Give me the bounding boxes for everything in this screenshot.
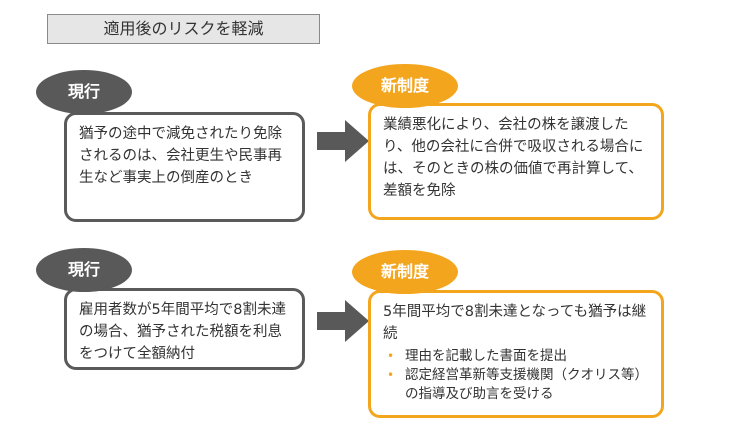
bullet-icon: • <box>387 349 395 363</box>
current-rule-box-1: 猶予の途中で減免されたり免除されるのは、会社更生や民事再生など事実上の倒産のとき <box>64 112 305 222</box>
current-rule-text-1: 猶予の途中で減免されたり免除されるのは、会社更生や民事再生など事実上の倒産のとき <box>79 126 282 186</box>
new-badge-1: 新制度 <box>352 64 458 108</box>
current-rule-text-2: 雇用者数が5年間平均で8割未達の場合、猶予された税額を利息をつけて全額納付 <box>79 302 286 362</box>
arrow-right-icon <box>317 120 369 162</box>
list-item: • 認定経営革新等支援機関（クオリス等）の指導及び助言を受ける <box>387 367 648 402</box>
new-badge-2: 新制度 <box>352 250 458 294</box>
new-rule-box-1: 業績悪化により、会社の株を譲渡したり、他の会社に合併で吸収される場合には、そのと… <box>368 103 664 220</box>
bullet-icon: • <box>387 368 395 382</box>
new-rule-text-1: 業績悪化により、会社の株を譲渡したり、他の会社に合併で吸収される場合には、そのと… <box>383 117 644 199</box>
new-rule-bullets: • 理由を記載した書面を提出 • 認定経営革新等支援機関（クオリス等）の指導及び… <box>383 347 649 404</box>
current-badge-2: 現行 <box>36 248 132 292</box>
section-title: 適用後のリスクを軽減 <box>47 14 320 44</box>
new-rule-text-2: 5年間平均で8割未達となっても猶予は継続 <box>383 304 647 342</box>
new-rule-box-2: 5年間平均で8割未達となっても猶予は継続 • 理由を記載した書面を提出 • 認定… <box>368 290 664 418</box>
current-rule-box-2: 雇用者数が5年間平均で8割未達の場合、猶予された税額を利息をつけて全額納付 <box>64 288 305 370</box>
list-item: • 理由を記載した書面を提出 <box>387 348 567 364</box>
current-badge-1: 現行 <box>36 70 132 114</box>
arrow-right-icon <box>317 300 369 342</box>
